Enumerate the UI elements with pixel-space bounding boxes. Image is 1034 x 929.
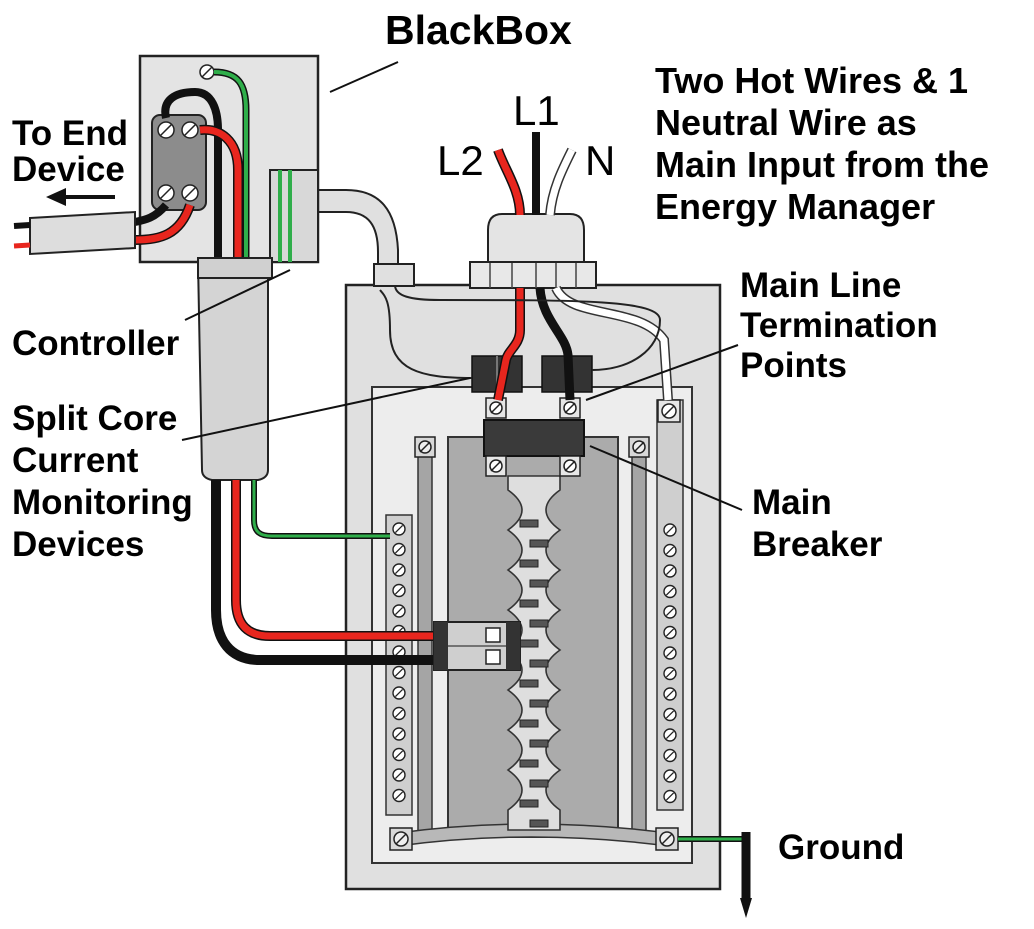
stab-tab <box>529 699 549 708</box>
conduit-elbow <box>317 189 399 273</box>
stab-tab <box>519 519 539 528</box>
input-cable-clamp <box>487 213 585 263</box>
stab-tab <box>519 559 539 568</box>
main-line-lug <box>485 397 681 477</box>
main-line-termination-label: Main Line Termination Points <box>740 266 938 385</box>
right-neutral-bar <box>656 399 684 811</box>
stab-tab <box>519 719 539 728</box>
to-end-device-label: To End Device <box>12 114 128 189</box>
output-cable <box>29 210 136 256</box>
controller-conduit <box>196 261 269 481</box>
controller-label: Controller <box>12 324 180 363</box>
main-breaker <box>483 419 585 457</box>
stab-tab <box>519 679 539 688</box>
panel-entry-connector <box>469 261 597 289</box>
left-neutral-screws <box>392 522 406 803</box>
stab-tab <box>519 639 539 648</box>
main-breaker-label: Main Breaker <box>752 483 883 564</box>
split-core-label: Split Core Current Monitoring Devices <box>12 399 193 564</box>
left-rail <box>417 449 433 836</box>
diagram-title: BlackBox <box>385 7 572 53</box>
stab-tab <box>529 739 549 748</box>
stab-tab <box>529 579 549 588</box>
neutral-label: N <box>585 137 616 184</box>
stab-tab <box>529 779 549 788</box>
stab-tab <box>529 659 549 668</box>
l2-label: L2 <box>437 137 484 184</box>
right-rail <box>631 449 647 836</box>
stab-tab <box>519 799 539 808</box>
main-input-note: Two Hot Wires & 1 Neutral Wire as Main I… <box>655 60 989 227</box>
stab-tab <box>519 599 539 608</box>
right-neutral-screws <box>663 523 677 804</box>
direction-arrow-icon <box>46 188 66 206</box>
corner-screw <box>389 436 679 851</box>
stab-tab <box>529 539 549 548</box>
stab-tab <box>519 759 539 768</box>
ground-label: Ground <box>778 828 905 867</box>
breaker-stab-fingers <box>506 475 562 831</box>
stab-tab <box>529 619 549 628</box>
stab-tab <box>529 819 549 828</box>
l1-label: L1 <box>513 87 560 134</box>
